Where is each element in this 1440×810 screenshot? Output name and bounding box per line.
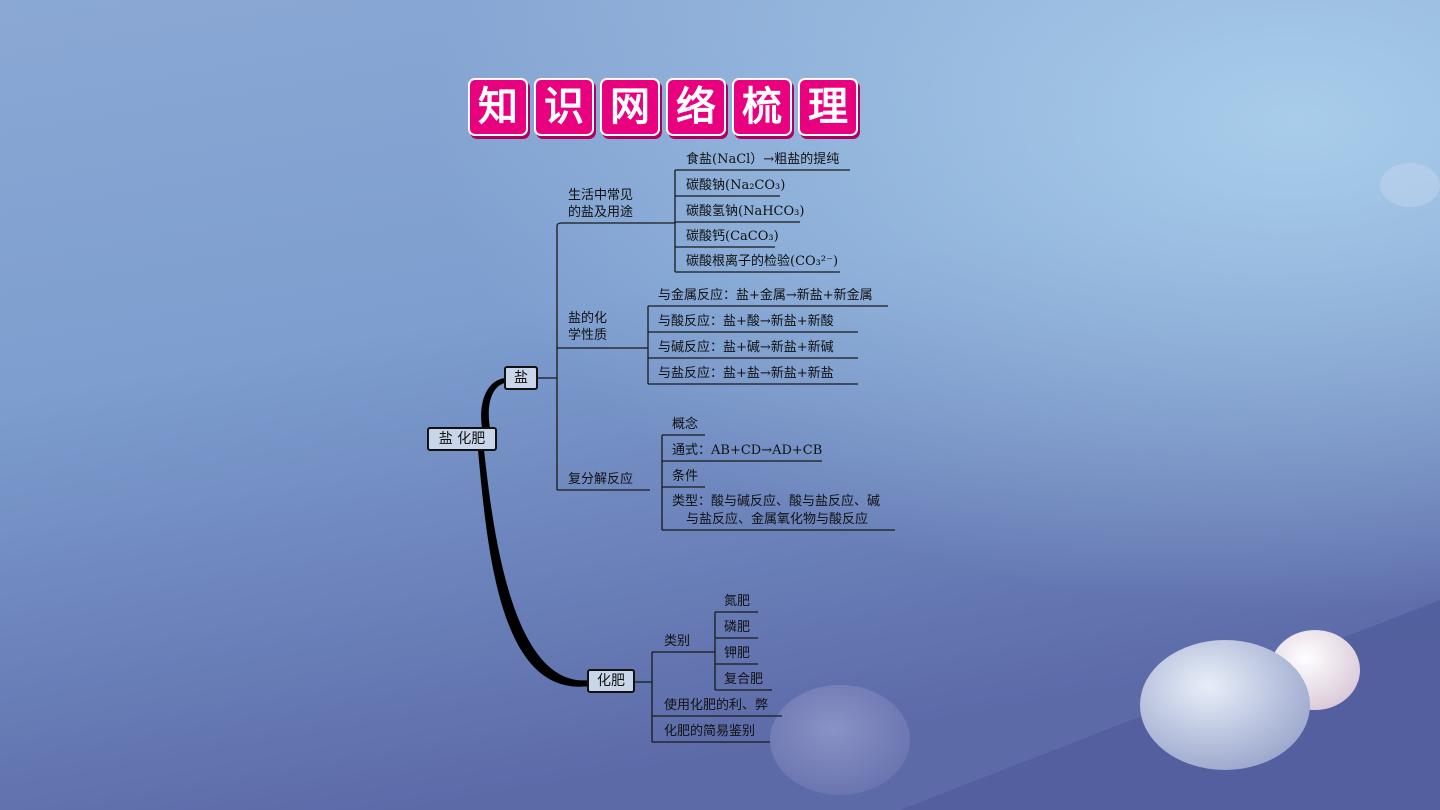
list-item: 氮肥 [724, 594, 751, 609]
list-item: 使用化肥的利、弊 [664, 698, 769, 713]
list-item: 复合肥 [724, 672, 764, 687]
list-item: 磷肥 [724, 620, 751, 635]
common-salts-label-2: 的盐及用途 [568, 205, 634, 220]
list-item: 与盐反应：盐+盐→新盐+新盐 [658, 366, 834, 381]
chemical-props-label-2: 学性质 [568, 328, 608, 343]
list-item: 类型：酸与碱反应、酸与盐反应、碱 [672, 494, 881, 509]
chemical-props-label-1: 盐的化 [568, 311, 608, 326]
list-item: 化肥的简易鉴别 [664, 724, 756, 739]
list-item: 与酸反应：盐+酸→新盐+新酸 [658, 314, 834, 329]
common-salts-label-1: 生活中常见 [568, 188, 634, 203]
category-label: 类别 [664, 634, 691, 649]
list-item: 概念 [672, 417, 699, 432]
list-item: 通式：AB+CD→AD+CB [672, 443, 823, 458]
list-item: 钾肥 [724, 646, 751, 661]
title-char: 络 [668, 80, 724, 134]
list-item: 碳酸钙(CaCO₃) [686, 229, 779, 244]
list-item: 碳酸氢钠(NaHCO₃) [686, 204, 805, 219]
list-item: 条件 [672, 469, 699, 484]
title-char: 网 [602, 80, 658, 134]
salt-node: 盐 [504, 366, 538, 390]
list-item: 碳酸钠(Na₂CO₃) [686, 178, 786, 193]
title-char: 识 [536, 80, 592, 134]
title-char: 梳 [734, 80, 790, 134]
double-decomposition-label: 复分解反应 [568, 472, 634, 487]
list-item: 食盐(NaCl）→粗盐的提纯 [686, 152, 840, 167]
root-node: 盐 化肥 [427, 427, 497, 451]
title-char: 理 [800, 80, 856, 134]
title-char: 知 [470, 80, 526, 134]
list-item: 碳酸根离子的检验(CO₃²⁻) [686, 254, 839, 269]
list-item: 与碱反应：盐+碱→新盐+新碱 [658, 340, 834, 355]
fertilizer-node: 化肥 [587, 669, 635, 693]
list-item: 与金属反应：盐+金属→新盐+新金属 [658, 288, 873, 303]
list-item: 与盐反应、金属氧化物与酸反应 [686, 512, 869, 527]
